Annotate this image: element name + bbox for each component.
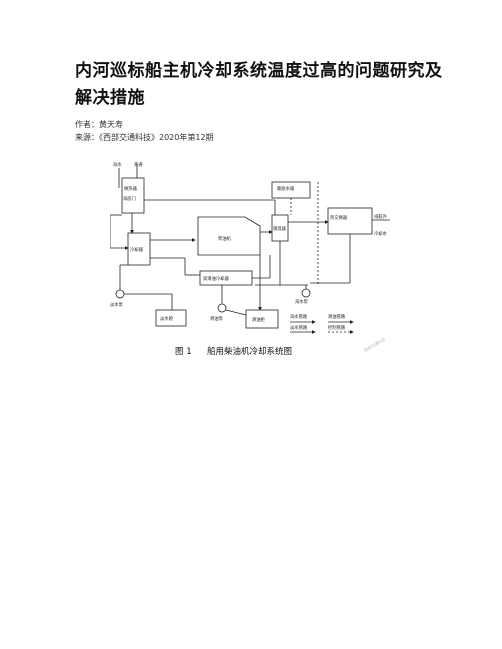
label-fw-tank: 淡水舱: [160, 315, 174, 322]
fw-tank-box: [155, 309, 187, 327]
legend-ctrl: 控制管路: [328, 324, 346, 331]
source-line: 来源：《西部交通科技》2020年第12期: [75, 132, 214, 143]
label-lo-pump: 滑油泵: [210, 315, 224, 322]
main-hx-box: [327, 207, 373, 235]
fw-pump-circle: [115, 289, 125, 299]
label-engine: 柴油机: [218, 235, 232, 242]
legend-oil: 滑油管路: [328, 313, 346, 320]
label-mixer: 冷却器: [130, 246, 144, 253]
author-name: 黄天寿: [99, 120, 123, 129]
label-main-hx: 热交换器: [330, 214, 348, 221]
label-fw-pump: 淡水泵: [110, 301, 124, 308]
label-lo-tank: 滑油柜: [252, 316, 266, 323]
label-seachest: 海底门: [123, 195, 136, 202]
mixer-box: [127, 232, 151, 266]
label-seawater: 海水: [113, 161, 122, 168]
article-title: 内河巡标船主机冷却系统温度过高的问题研究及解决措施: [75, 61, 443, 108]
watermark: 西部交通科技: [363, 336, 387, 353]
lo-pump-circle: [217, 303, 227, 313]
label-cooling-water: 冷却水: [374, 230, 388, 237]
label-sw-pump: 海水泵: [295, 298, 309, 305]
source-name: 《西部交通科技》2020年第12期: [99, 133, 214, 142]
cooling-system-diagram: 海水 旁通 换热器 海底门 冷却器 柴油机 膨胀水箱 调温器 润滑油冷却器 热交…: [110, 160, 390, 360]
sw-pump-circle: [301, 288, 311, 298]
label-thermostat: 调温器: [273, 225, 287, 232]
lo-tank-box: [245, 309, 279, 329]
label-lo-cooler: 润滑油冷却器: [203, 275, 229, 282]
label-header-tank: 膨胀水箱: [277, 185, 295, 192]
caption-number: 图 1: [175, 347, 192, 357]
diagram-svg: 海水 旁通 换热器 海底门 冷却器 柴油机 膨胀水箱 调温器 润滑油冷却器 热交…: [110, 161, 390, 357]
engine-box: [197, 216, 261, 256]
hx-box: [121, 177, 145, 214]
legend-fresh: 淡水管路: [290, 324, 308, 331]
label-overboard: 排舷外: [374, 213, 388, 220]
source-label: 来源：: [75, 133, 99, 142]
caption-text: 船用柴油机冷却系统图: [207, 346, 292, 357]
label-hx: 换热器: [124, 185, 138, 192]
author-label: 作者：: [75, 120, 99, 129]
legend-sea: 海水管路: [290, 313, 308, 320]
label-bypass: 旁通: [134, 161, 143, 168]
author-line: 作者：黄天寿: [75, 119, 123, 130]
